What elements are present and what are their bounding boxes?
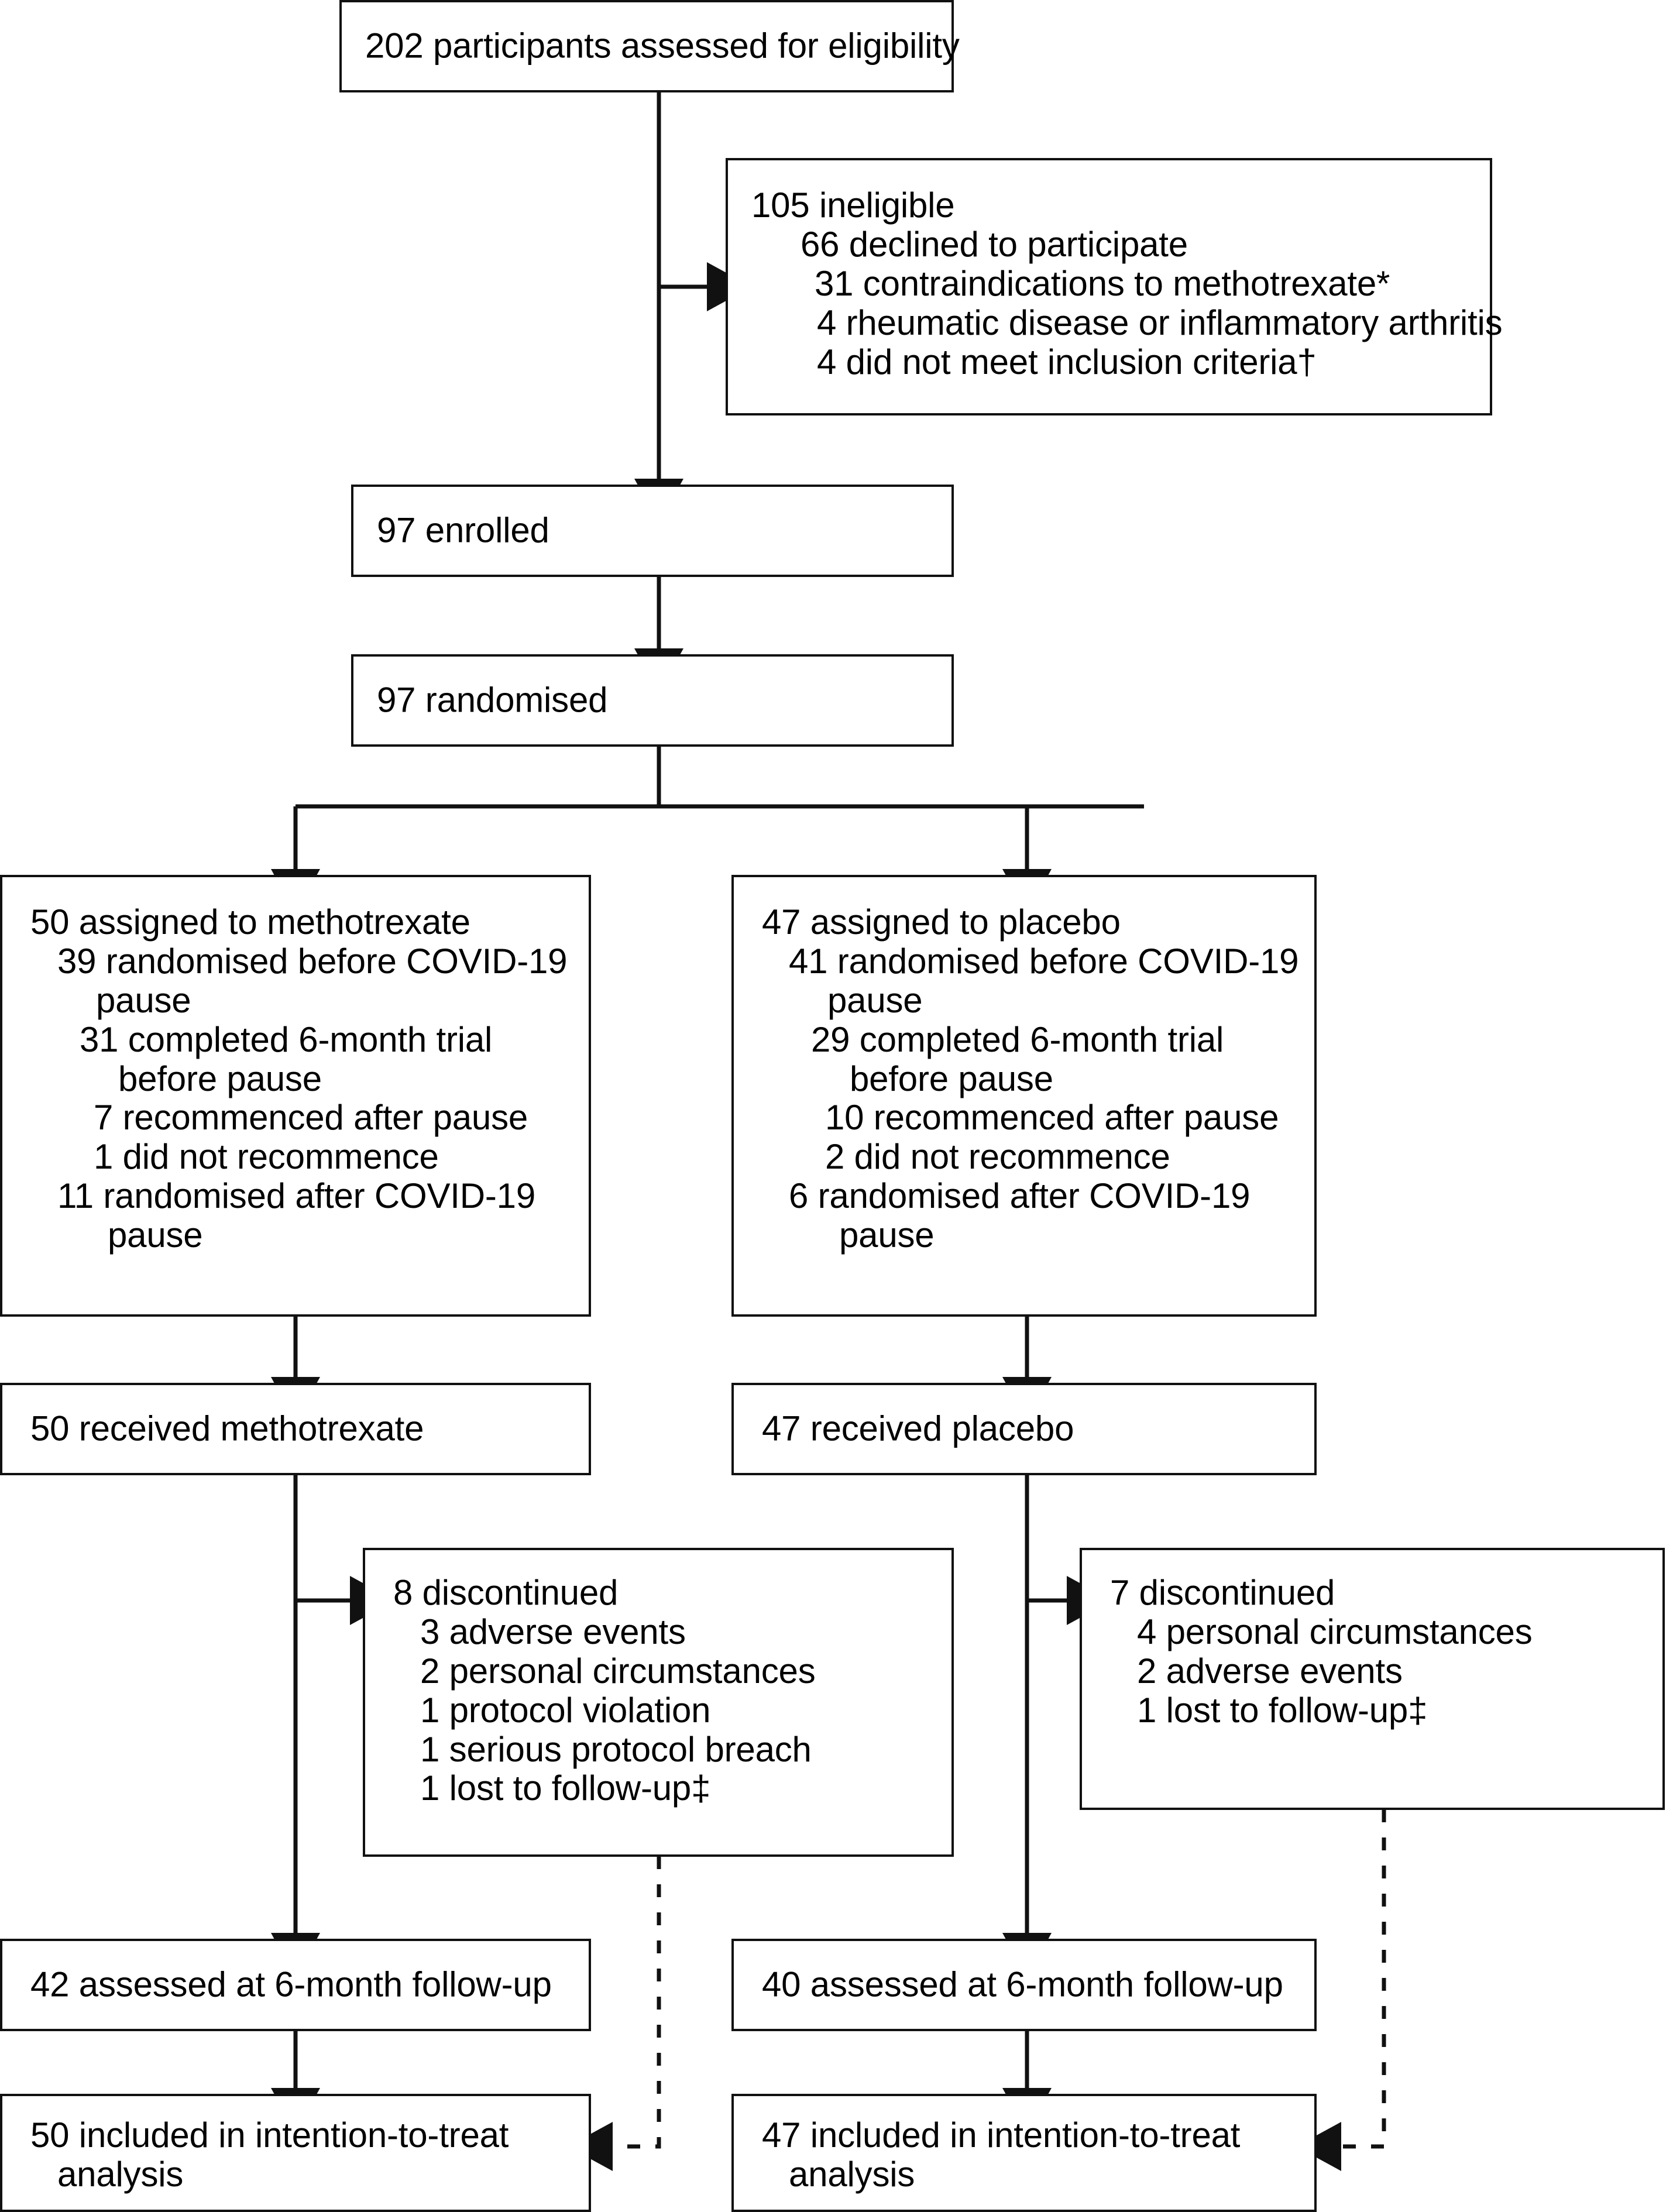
node-randomised: 97 randomised — [351, 654, 954, 747]
node-assessed-for-eligibility: 202 participants assessed for eligibilit… — [339, 0, 960, 92]
assigned-mtx-line-3: 31 completed 6-month trial before pause — [80, 1019, 493, 1098]
node-assigned-methotrexate: 50 assigned to methotrexate 39 randomise… — [0, 875, 591, 1317]
ineligible-line-3: 31 contraindications to methotrexate* — [815, 263, 1390, 303]
assigned-pbo-line-1: 47 assigned to placebo — [762, 902, 1121, 942]
node-enrolled: 97 enrolled — [351, 485, 954, 577]
assigned-mtx-line-5: 1 did not recommence — [94, 1137, 439, 1177]
assigned-pbo-line-5: 2 did not recommence — [825, 1137, 1170, 1177]
node-discontinued-methotrexate: 8 discontinued 3 adverse events 2 person… — [363, 1548, 954, 1857]
node-assigned-placebo: 47 assigned to placebo 41 randomised bef… — [731, 875, 1317, 1317]
discontinued-mtx-line-3: 2 personal circumstances — [420, 1651, 816, 1691]
assigned-mtx-line-4: 7 recommenced after pause — [94, 1098, 528, 1138]
discontinued-mtx-line-2: 3 adverse events — [420, 1612, 686, 1651]
discontinued-pbo-line-3: 2 adverse events — [1137, 1651, 1403, 1691]
assessed-line-1: 202 participants assessed for eligibilit… — [365, 26, 960, 66]
node-received-methotrexate: 50 received methotrexate — [0, 1383, 591, 1475]
ineligible-line-4: 4 rheumatic disease or inflammatory arth… — [817, 303, 1503, 342]
node-ineligible: 105 ineligible 66 declined to participat… — [726, 158, 1503, 415]
assigned-pbo-line-4: 10 recommenced after pause — [825, 1098, 1279, 1138]
node-itt-placebo: 47 included in intention-to-treat analys… — [731, 2094, 1317, 2212]
assigned-pbo-line-2: 41 randomised before COVID-19 pause — [789, 941, 1299, 1020]
assigned-mtx-line-2: 39 randomised before COVID-19 pause — [57, 941, 568, 1020]
node-followup-methotrexate: 42 assessed at 6-month follow-up — [0, 1939, 591, 2031]
ineligible-line-1: 105 ineligible — [751, 186, 955, 225]
discontinued-pbo-line-4: 1 lost to follow-up‡ — [1137, 1690, 1428, 1730]
discontinued-pbo-line-2: 4 personal circumstances — [1137, 1612, 1533, 1651]
discontinued-mtx-line-6: 1 lost to follow-up‡ — [420, 1768, 711, 1808]
enrolled-line-1: 97 enrolled — [377, 510, 549, 550]
node-followup-placebo: 40 assessed at 6-month follow-up — [731, 1939, 1317, 2031]
received-pbo-line-1: 47 received placebo — [762, 1409, 1074, 1448]
discontinued-mtx-line-1: 8 discontinued — [393, 1573, 619, 1612]
received-mtx-line-1: 50 received methotrexate — [30, 1409, 424, 1448]
discontinued-mtx-line-5: 1 serious protocol breach — [420, 1729, 812, 1769]
node-itt-methotrexate: 50 included in intention-to-treat analys… — [0, 2094, 591, 2212]
assigned-pbo-line-6: 6 randomised after COVID-19 pause — [789, 1176, 1251, 1255]
itt-mtx-line-2: analysis — [57, 2154, 184, 2194]
assigned-mtx-line-6: 11 randomised after COVID-19 pause — [57, 1176, 535, 1255]
followup-pbo-line-1: 40 assessed at 6-month follow-up — [762, 1964, 1283, 2004]
node-discontinued-placebo: 7 discontinued 4 personal circumstances … — [1080, 1548, 1665, 1810]
ineligible-line-5: 4 did not meet inclusion criteria† — [817, 342, 1317, 382]
assigned-mtx-line-1: 50 assigned to methotrexate — [30, 902, 470, 942]
node-received-placebo: 47 received placebo — [731, 1383, 1317, 1475]
ineligible-line-2: 66 declined to participate — [801, 224, 1188, 264]
assigned-pbo-line-3: 29 completed 6-month trial before pause — [811, 1019, 1224, 1098]
randomised-line-1: 97 randomised — [377, 680, 608, 720]
itt-pbo-line-1: 47 included in intention-to-treat — [762, 2115, 1241, 2155]
followup-mtx-line-1: 42 assessed at 6-month follow-up — [30, 1964, 552, 2004]
discontinued-mtx-line-4: 1 protocol violation — [420, 1690, 711, 1730]
itt-mtx-line-1: 50 included in intention-to-treat — [30, 2115, 509, 2155]
discontinued-pbo-line-1: 7 discontinued — [1110, 1573, 1335, 1612]
itt-pbo-line-2: analysis — [789, 2154, 915, 2194]
